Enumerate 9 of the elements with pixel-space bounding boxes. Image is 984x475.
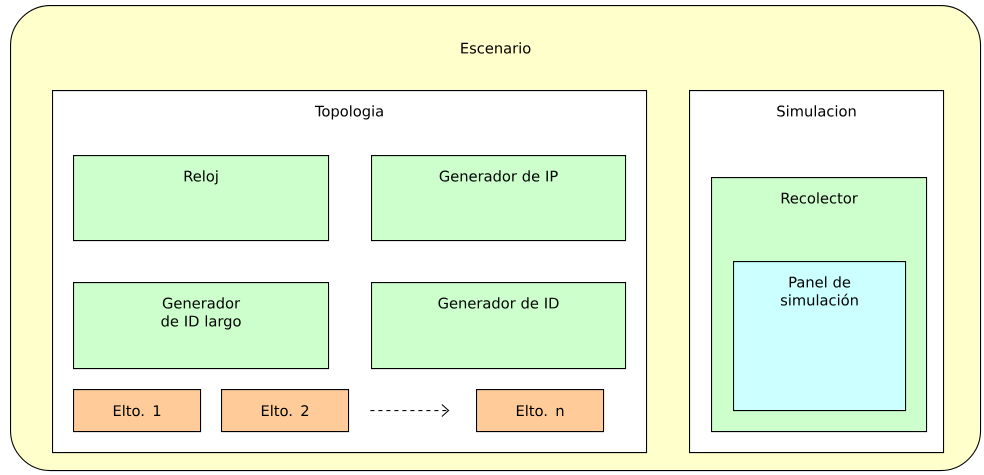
component-box: Generador de ID — [371, 282, 626, 370]
component-box: Generador de IP — [371, 155, 626, 242]
panel-box: Panel de simulación — [733, 261, 906, 412]
element-box: Elto. 2 — [221, 389, 350, 432]
component-box: Reloj — [73, 155, 330, 242]
element-box: Elto. n — [476, 389, 604, 432]
component-box: Generador de ID largo — [73, 282, 330, 370]
arrow — [370, 404, 450, 417]
element-box: Elto. 1 — [73, 389, 202, 432]
